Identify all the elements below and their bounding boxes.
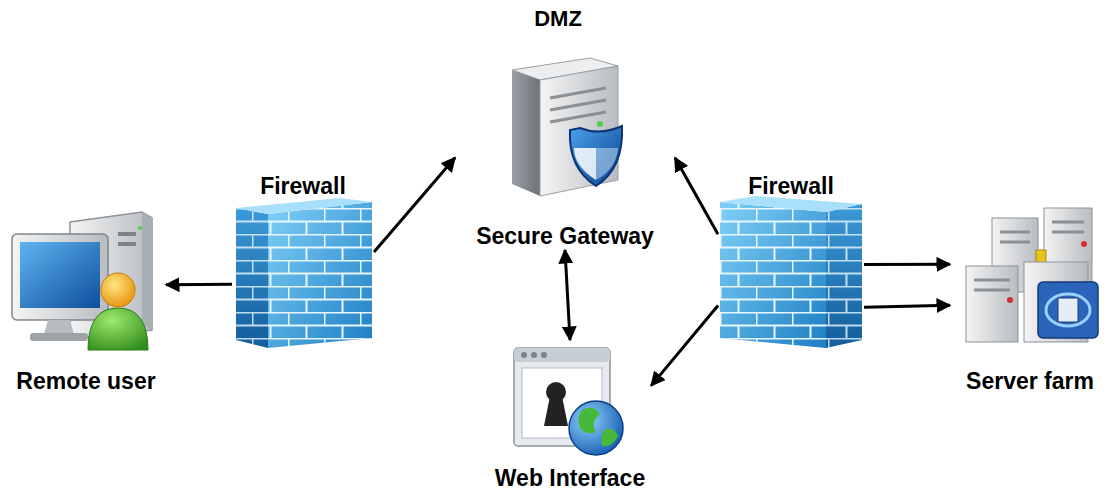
web-interface-icon bbox=[514, 348, 623, 455]
arrow-connector bbox=[864, 305, 950, 307]
web-node: Web Interface bbox=[489, 340, 651, 492]
node-label: Secure Gateway bbox=[476, 222, 654, 250]
user-node: Remote user bbox=[6, 205, 166, 395]
arrow-connector bbox=[651, 306, 718, 386]
remote-user-icon bbox=[12, 212, 152, 350]
gateway-node: Secure Gateway bbox=[455, 45, 675, 250]
firewall-node: Firewall bbox=[718, 172, 864, 350]
node-label: Server farm bbox=[966, 367, 1094, 395]
arrow-connector bbox=[565, 250, 570, 340]
server-node: Server farm bbox=[950, 200, 1110, 395]
node-label: Firewall bbox=[748, 172, 834, 200]
node-label: Web Interface bbox=[495, 464, 645, 492]
firewall-wall bbox=[720, 196, 862, 348]
server-farm-icon bbox=[966, 208, 1098, 342]
node-label: Firewall bbox=[260, 172, 346, 200]
firewall-wall bbox=[236, 198, 372, 348]
arrow-connector bbox=[166, 283, 232, 287]
gateway-server-icon bbox=[512, 58, 622, 196]
arrow-connector bbox=[374, 158, 455, 252]
arrow-connector bbox=[675, 158, 718, 235]
firewall-node: Firewall bbox=[232, 172, 374, 350]
node-label: Remote user bbox=[16, 367, 155, 395]
diagram-title: DMZ bbox=[408, 6, 708, 32]
arrow-connector bbox=[864, 263, 950, 266]
